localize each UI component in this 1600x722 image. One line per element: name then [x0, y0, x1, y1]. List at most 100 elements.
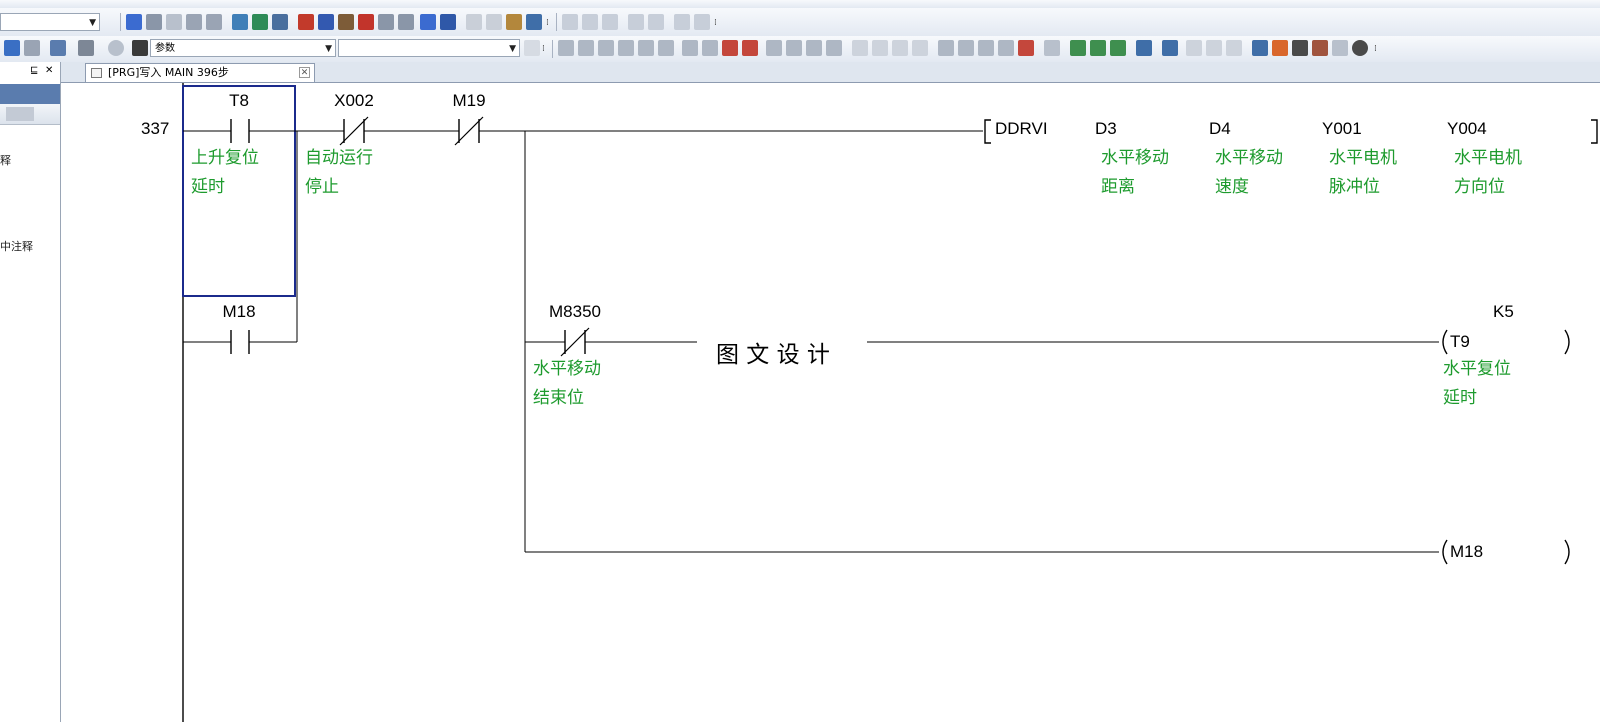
binoculars-icon[interactable]: [132, 40, 148, 56]
ladder-editor[interactable]: 337 T8 上升复位 延时 X002 自动运行 停止 M19 M18 DD: [61, 83, 1600, 722]
plc-verify-icon[interactable]: [378, 14, 394, 30]
coil-t9[interactable]: T9: [1442, 329, 1570, 355]
undo-icon[interactable]: [186, 14, 202, 30]
copy-icon[interactable]: [146, 14, 162, 30]
stop-icon[interactable]: [440, 14, 456, 30]
redo-icon[interactable]: [206, 14, 222, 30]
read-icon[interactable]: [272, 14, 288, 30]
active-mode-icon[interactable]: [1272, 40, 1288, 56]
new-page-icon[interactable]: [524, 40, 540, 56]
sf8-falling-pulse-icon[interactable]: [786, 40, 802, 56]
edit-cursor[interactable]: [182, 85, 296, 297]
close-icon[interactable]: ✕: [299, 67, 310, 78]
paste-icon[interactable]: [166, 14, 182, 30]
buffer-icon[interactable]: [486, 14, 502, 30]
monitor-icon[interactable]: [232, 14, 248, 30]
contact-m19[interactable]: M19: [452, 91, 486, 146]
zoom-out-icon[interactable]: [694, 14, 710, 30]
coil-m18[interactable]: M18: [1442, 539, 1570, 565]
saf7-icon[interactable]: [892, 40, 908, 56]
sf6-parallel-closed-icon[interactable]: [618, 40, 634, 56]
f10-line-icon[interactable]: [998, 40, 1014, 56]
plc-write-icon[interactable]: [358, 14, 374, 30]
ladder-mode-icon[interactable]: [1252, 40, 1268, 56]
print-icon[interactable]: [1332, 40, 1348, 56]
f8-instruction-icon[interactable]: [658, 40, 674, 56]
comment-mode-icon[interactable]: [4, 40, 20, 56]
lock-icon[interactable]: [1292, 40, 1308, 56]
insert-contact-icon[interactable]: [562, 14, 578, 30]
delete-column-icon[interactable]: [648, 14, 664, 30]
operand-y001[interactable]: Y001: [1322, 119, 1362, 138]
operand-d4[interactable]: D4: [1209, 119, 1231, 138]
tree-item-comment[interactable]: 释: [0, 154, 11, 167]
f7-coil-icon[interactable]: [638, 40, 654, 56]
toolbar-grip[interactable]: ⁞: [714, 18, 717, 28]
step-run-icon[interactable]: [1136, 40, 1152, 56]
plc-read-icon[interactable]: [338, 14, 354, 30]
delete-row-icon[interactable]: [602, 14, 618, 30]
search-tool-icon[interactable]: [78, 40, 94, 56]
skip-icon[interactable]: [1186, 40, 1202, 56]
device-icon[interactable]: [466, 14, 482, 30]
sampling-icon[interactable]: [1226, 40, 1242, 56]
window-icon[interactable]: [526, 14, 542, 30]
partial-run-icon[interactable]: [1162, 40, 1178, 56]
sf7-rising-pulse-icon[interactable]: [766, 40, 782, 56]
plc-delete-icon[interactable]: [398, 14, 414, 30]
monitor-write-icon[interactable]: [1110, 40, 1126, 56]
cf10-delete-vertical-icon[interactable]: [742, 40, 758, 56]
device-combo[interactable]: ▼: [338, 39, 520, 57]
saf5-icon[interactable]: [852, 40, 868, 56]
af9-invert-icon[interactable]: [938, 40, 954, 56]
chevron-down-icon[interactable]: ▼: [325, 44, 332, 54]
af9-delete-icon[interactable]: [1018, 40, 1034, 56]
diagnostics-icon[interactable]: [506, 14, 522, 30]
contact-m18[interactable]: M18: [222, 302, 256, 354]
insert-column-icon[interactable]: [628, 14, 644, 30]
tab-main-program[interactable]: [PRG]写入 MAIN 396步 ✕: [85, 63, 315, 82]
trace-icon[interactable]: [1206, 40, 1222, 56]
saf6-icon[interactable]: [872, 40, 888, 56]
operand-y004[interactable]: Y004: [1447, 119, 1487, 138]
help-icon[interactable]: [108, 40, 124, 56]
caf10-icon[interactable]: [978, 40, 994, 56]
verify-icon[interactable]: [318, 14, 334, 30]
monitor-stop-icon[interactable]: [1090, 40, 1106, 56]
convert-icon[interactable]: [1044, 40, 1060, 56]
caf5-icon[interactable]: [958, 40, 974, 56]
chevron-down-icon[interactable]: ▼: [509, 44, 516, 54]
cf9-delete-line-icon[interactable]: [722, 40, 738, 56]
sf9-vertical-line-icon[interactable]: [702, 40, 718, 56]
run-icon[interactable]: [420, 14, 436, 30]
pin-icon[interactable]: ⊑: [30, 65, 39, 76]
f6-closed-contact-icon[interactable]: [598, 40, 614, 56]
instruction-ddrvi[interactable]: DDRVI: [984, 119, 1048, 144]
operand-d3[interactable]: D3: [1095, 119, 1117, 138]
write-icon[interactable]: [252, 14, 268, 30]
toolbar-grip[interactable]: ⁞: [1374, 44, 1377, 54]
af7-parallel-rising-icon[interactable]: [806, 40, 822, 56]
device-list-icon[interactable]: [50, 40, 66, 56]
cut-icon[interactable]: [126, 14, 142, 30]
toolbar-grip[interactable]: ⁞: [546, 18, 549, 28]
insert-row-icon[interactable]: [582, 14, 598, 30]
f9-horizontal-line-icon[interactable]: [682, 40, 698, 56]
contact-x002[interactable]: X002: [334, 91, 374, 146]
contact-m8350[interactable]: M8350: [549, 302, 601, 357]
toolbar-grip[interactable]: ⁞: [542, 44, 545, 54]
sf5-parallel-open-icon[interactable]: [578, 40, 594, 56]
monitor-start-icon[interactable]: [1070, 40, 1086, 56]
project-combo[interactable]: ▼: [0, 13, 100, 31]
magnifier-icon[interactable]: [1352, 40, 1368, 56]
pane-tool-icon[interactable]: [6, 107, 34, 121]
f5-open-contact-icon[interactable]: [558, 40, 574, 56]
statement-mode-icon[interactable]: [24, 40, 40, 56]
ladder-canvas[interactable]: 337 T8 上升复位 延时 X002 自动运行 停止 M19 M18 DD: [61, 83, 1600, 722]
zoom-in-icon[interactable]: [674, 14, 690, 30]
af8-parallel-falling-icon[interactable]: [826, 40, 842, 56]
search-combo[interactable]: 参数 ▼: [150, 39, 336, 57]
tree-item-inline-comment[interactable]: 中注释: [0, 240, 33, 253]
chevron-down-icon[interactable]: ▼: [89, 18, 96, 28]
contact-t8[interactable]: T8: [229, 91, 250, 143]
